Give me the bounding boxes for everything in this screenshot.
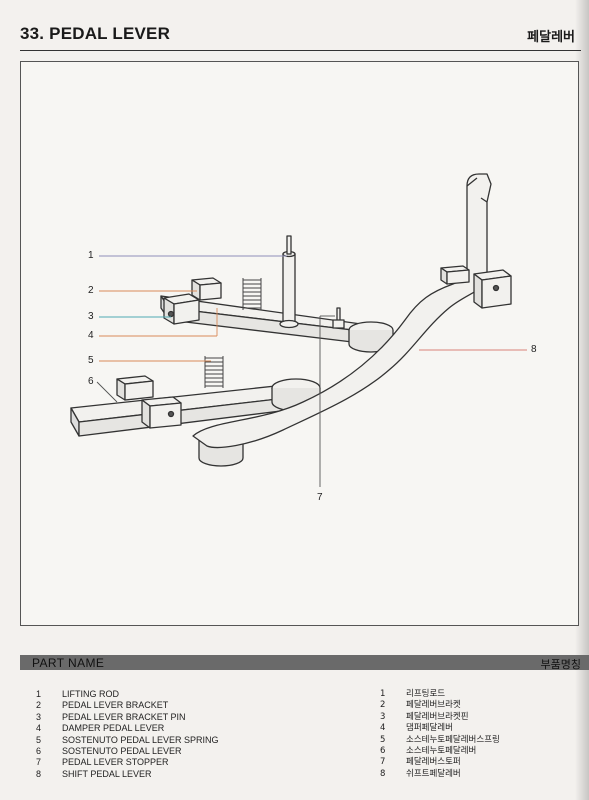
part-name-heading: PART NAME [32,656,105,670]
pedal-lever-diagram [70,173,527,487]
bracket-block-right-front [473,269,512,309]
page-title: 33. PEDAL LEVER [20,24,171,43]
diagram-frame: 1 2 3 4 5 6 7 8 [20,61,579,626]
callout-2: 2 [88,285,94,296]
callout-leaders [96,255,527,487]
callout-1: 1 [88,250,94,261]
bracket-block-right-back [440,265,470,285]
callout-7: 7 [317,492,323,503]
callout-6: 6 [88,376,94,387]
page-title-korean: 페달레버 [527,30,575,45]
callout-8: 8 [531,344,537,355]
bracket-block-upper-back [191,277,222,301]
lifting-rod-drawing [279,235,299,329]
pedal-lever-stopper-drawing [332,307,345,329]
callout-3: 3 [88,311,94,322]
part-name-heading-korean: 부품명칭 [540,658,581,671]
part-name-section-bar: PART NAME 부품명칭 [20,655,589,671]
callout-4: 4 [88,330,94,341]
lower-spring-drawing [204,356,224,388]
bracket-block-lower-front [141,396,182,429]
upper-spring-drawing [242,278,262,310]
bracket-block-upper-left [163,293,200,325]
bracket-block-lower-left [116,375,154,401]
header-divider [20,50,581,51]
callout-5: 5 [88,355,94,366]
shift-pedal-lever-drawing [192,173,492,449]
